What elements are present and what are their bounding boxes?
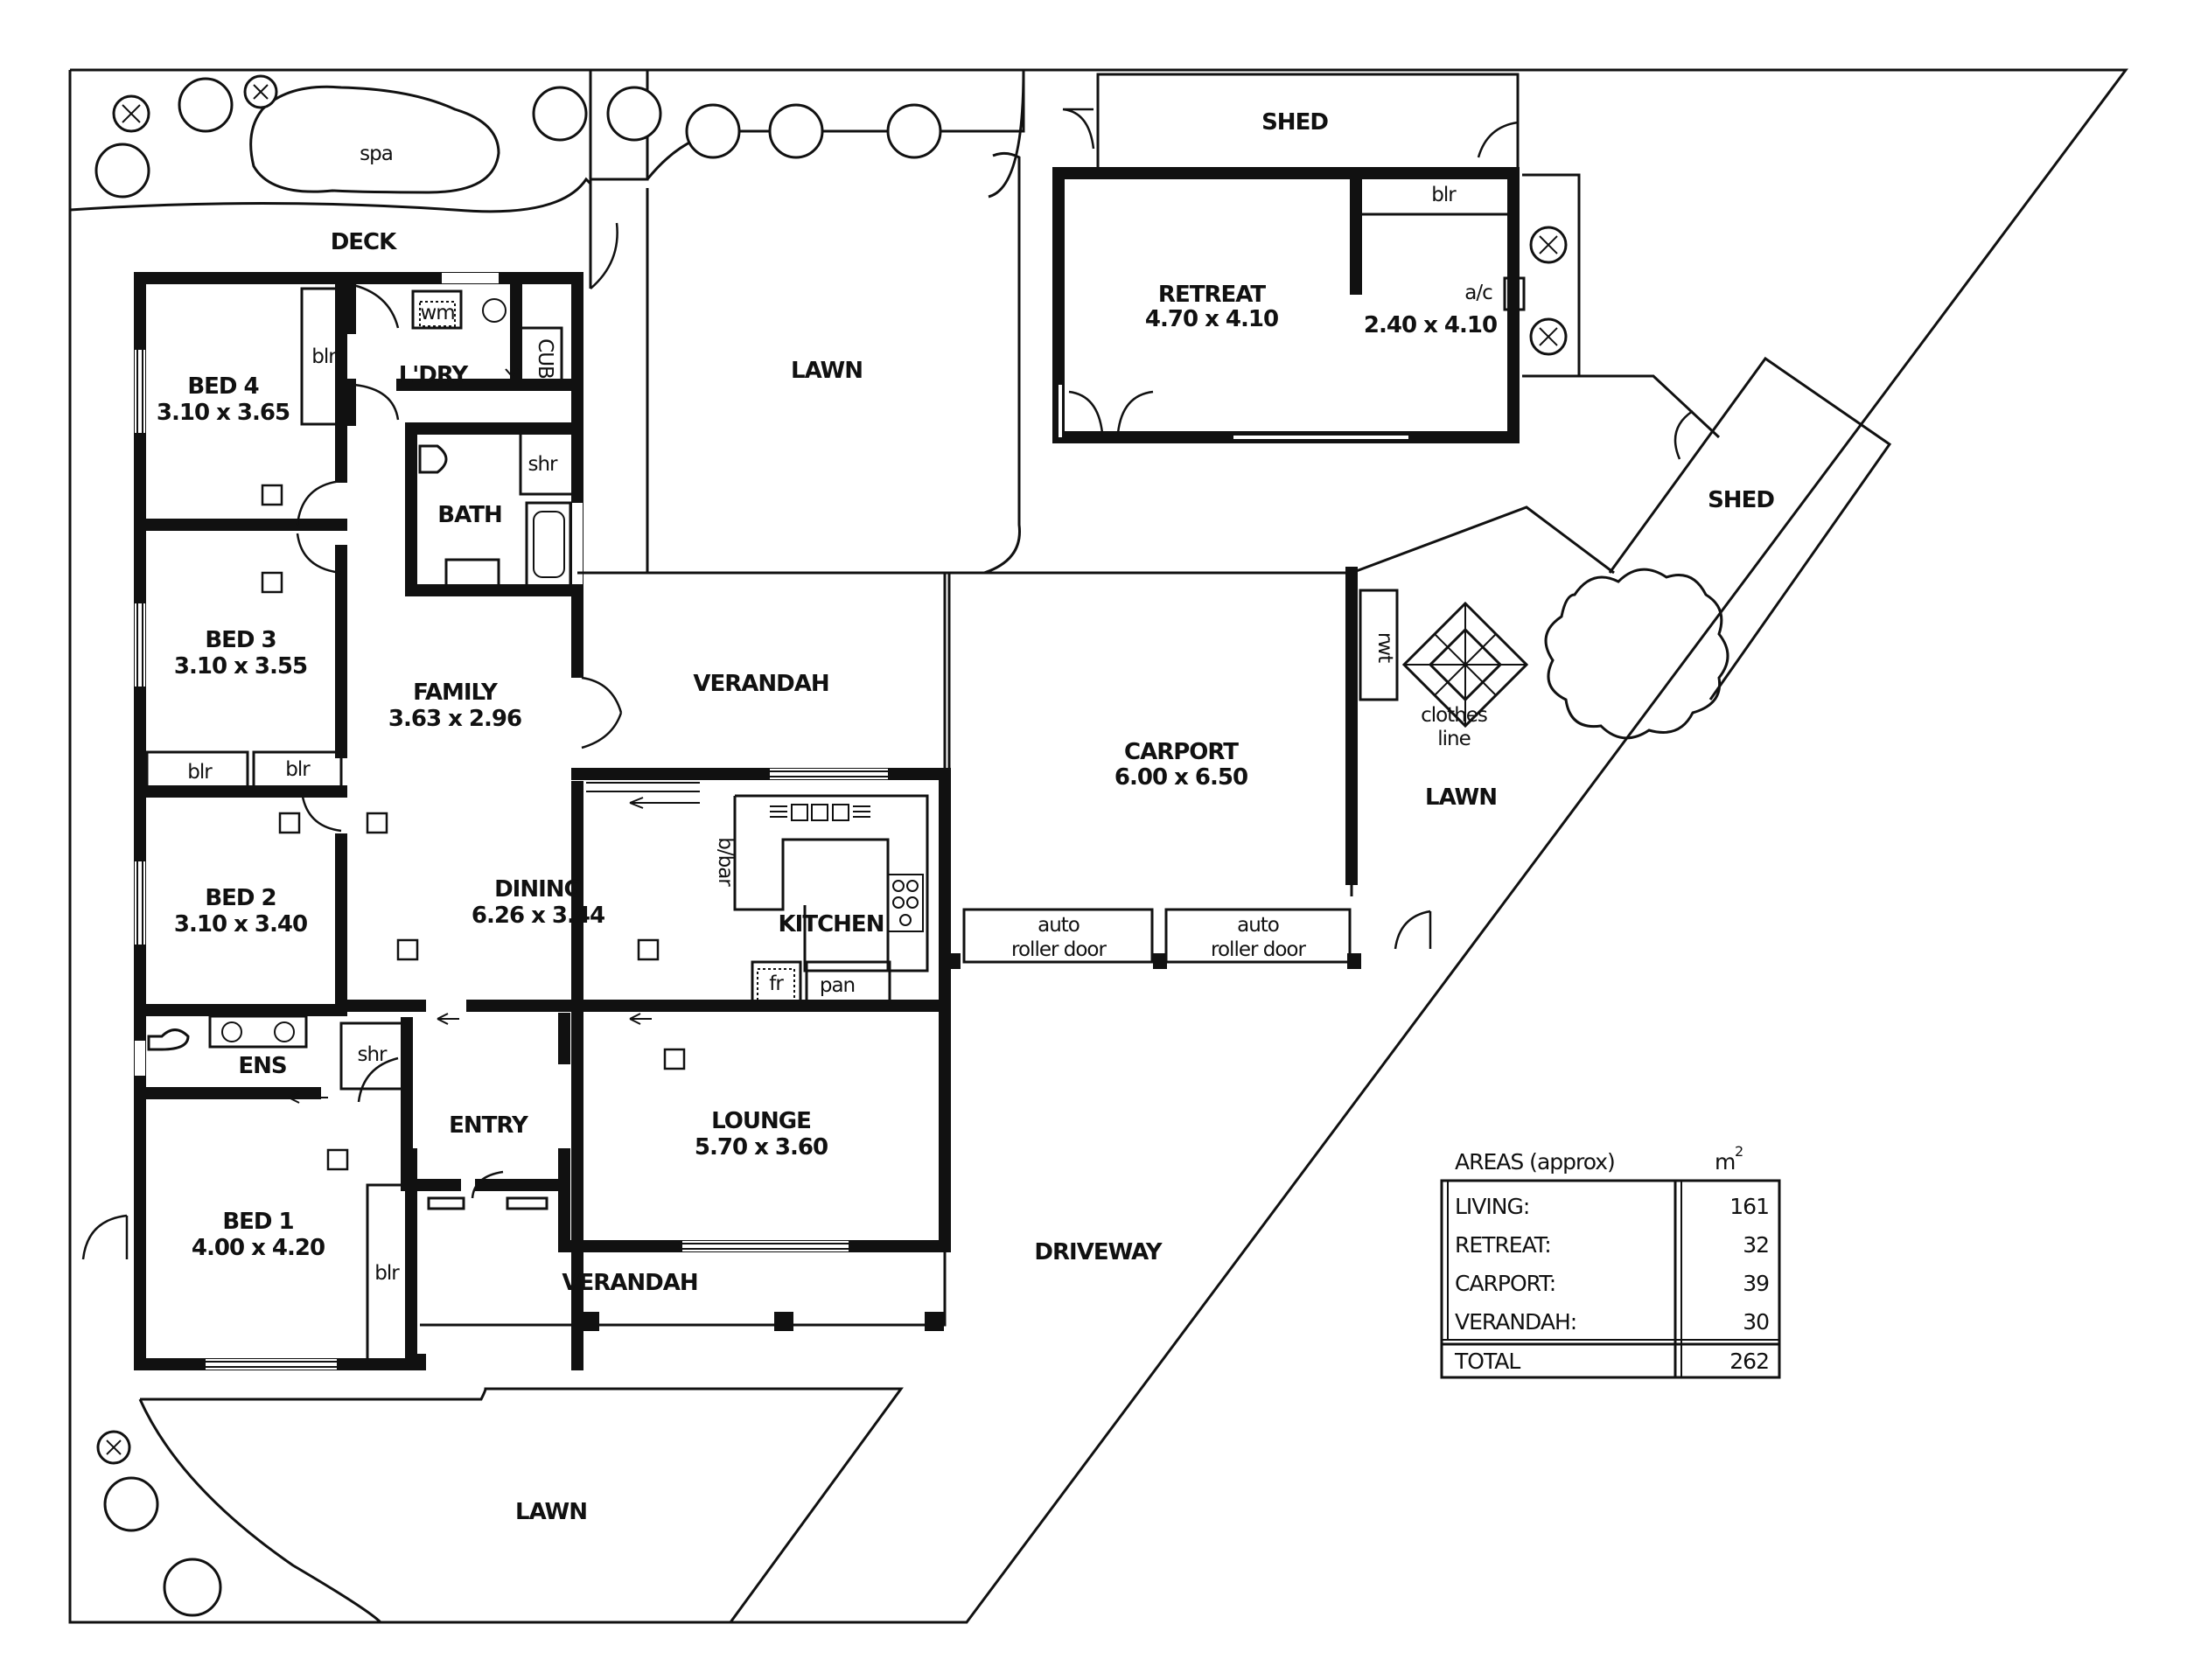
sink-icon <box>770 804 870 821</box>
bed4-size: 3.10 x 3.65 <box>157 400 290 426</box>
ens-shr-label: shr <box>357 1043 388 1066</box>
retreat2-size: 2.40 x 4.10 <box>1364 312 1497 338</box>
dining-name: DINING <box>494 876 582 903</box>
cooktop-icon <box>887 874 924 932</box>
area-total-value: 262 <box>1729 1349 1769 1374</box>
area-row-verandah-value: 30 <box>1743 1309 1769 1335</box>
roller-door-1-l2: roller door <box>1011 938 1107 961</box>
bbar-label: b/bar <box>714 837 737 887</box>
shed-right-outline <box>1608 356 1892 701</box>
area-row-retreat-label: RETREAT: <box>1455 1232 1551 1258</box>
verandah-front-label: VERANDAH <box>562 1270 697 1296</box>
bed4-blr: blr <box>311 345 337 368</box>
dining-size: 6.26 x 3.44 <box>472 903 604 929</box>
lawn-bottom-label: LAWN <box>515 1499 587 1525</box>
family-size: 3.63 x 2.96 <box>388 706 521 732</box>
areas-unit-sup: 2 <box>1735 1143 1743 1160</box>
pan-label: pan <box>820 974 855 997</box>
spa-outline <box>249 85 500 194</box>
retreat-walls <box>1052 167 1520 443</box>
rwt-label: rwt <box>1373 632 1396 663</box>
vent-icon <box>261 484 686 1171</box>
lawn-right-label: LAWN <box>1425 784 1497 811</box>
clothes-line-icon <box>1401 601 1529 728</box>
retreat-blr: blr <box>1431 184 1457 206</box>
rwt-tank <box>1359 589 1399 701</box>
cub-label: CUB <box>534 338 556 379</box>
carport-size: 6.00 x 6.50 <box>1114 764 1247 791</box>
shed-top-label: SHED <box>1261 109 1328 136</box>
bed3-size: 3.10 x 3.55 <box>174 653 307 680</box>
lawn-bottom-edge <box>138 1387 904 1624</box>
ldry-label: L'DRY <box>399 362 470 388</box>
areas-title: AREAS (approx) <box>1455 1149 1615 1175</box>
area-row-living-label: LIVING: <box>1455 1194 1529 1219</box>
fr-label: fr <box>769 972 784 995</box>
driveway-label: DRIVEWAY <box>1034 1239 1163 1265</box>
bed1-size: 4.00 x 4.20 <box>192 1235 325 1261</box>
area-total-label: TOTAL <box>1454 1349 1520 1374</box>
bath-label: BATH <box>437 502 501 528</box>
area-row-carport-label: CARPORT: <box>1455 1271 1555 1296</box>
spa-label: spa <box>360 143 393 165</box>
verandah-mid-label: VERANDAH <box>693 671 828 697</box>
wm-label: wm <box>420 302 454 324</box>
lawn-top-edge <box>646 151 1021 575</box>
bed3-blr-b: blr <box>285 758 311 781</box>
internal-walls <box>134 272 951 1204</box>
lawn-right-edge <box>1351 374 1721 575</box>
bed1-name: BED 1 <box>222 1209 293 1235</box>
area-row-living-value: 161 <box>1729 1194 1769 1219</box>
bed3-name: BED 3 <box>205 627 276 653</box>
bed2-name: BED 2 <box>205 885 276 911</box>
house-outer-walls <box>134 272 583 1370</box>
tree-icon <box>94 74 1568 1617</box>
ac-unit <box>1503 276 1526 311</box>
areas-unit: m <box>1715 1149 1735 1175</box>
area-row-carport-value: 39 <box>1743 1271 1769 1296</box>
clothes-line-label-1: clothes <box>1421 704 1487 727</box>
lounge-size: 5.70 x 3.60 <box>695 1134 828 1161</box>
roller-door-1-l1: auto <box>1038 914 1080 937</box>
tree-big-icon <box>1544 568 1729 740</box>
lawn-top-label: LAWN <box>791 358 863 384</box>
windows <box>135 273 888 1370</box>
garden-edge-top <box>69 70 592 213</box>
retreat-name: RETREAT <box>1158 282 1266 308</box>
retreat-size: 4.70 x 4.10 <box>1145 306 1278 332</box>
clothes-line-label-2: line <box>1437 728 1471 750</box>
family-name: FAMILY <box>413 680 499 706</box>
bed3-blr-a: blr <box>187 761 213 784</box>
area-row-retreat-value: 32 <box>1743 1232 1769 1258</box>
lounge-name: LOUNGE <box>711 1108 811 1134</box>
door-swings <box>81 222 623 1260</box>
bed4-name: BED 4 <box>187 373 258 400</box>
ens-label: ENS <box>238 1053 286 1079</box>
areas-table: AREAS (approx) m 2 LIVING: 161 RETREAT: … <box>1440 1143 1781 1379</box>
bed2-size: 3.10 x 3.40 <box>174 911 307 938</box>
shr-label: shr <box>528 453 558 476</box>
shed-right-label: SHED <box>1708 487 1774 513</box>
deck-label: DECK <box>331 229 397 255</box>
kitchen-label: KITCHEN <box>779 911 884 938</box>
entry-label: ENTRY <box>449 1112 529 1139</box>
carport-name: CARPORT <box>1124 739 1239 765</box>
ac-label: a/c <box>1464 282 1492 304</box>
roller-door-2-l1: auto <box>1237 914 1279 937</box>
roller-door-2-l2: roller door <box>1211 938 1306 961</box>
bed1-blr: blr <box>374 1262 400 1285</box>
site-boundary <box>68 68 2128 1624</box>
area-row-verandah-label: VERANDAH: <box>1455 1309 1576 1335</box>
